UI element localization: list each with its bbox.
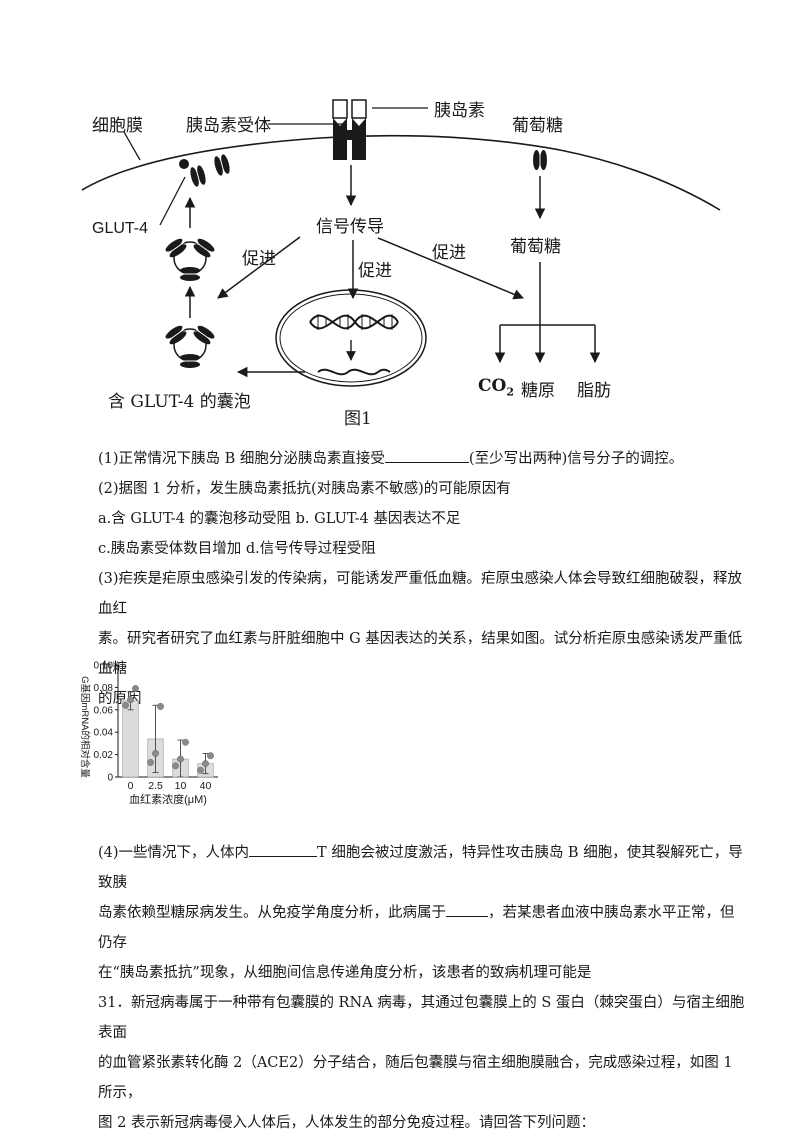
arrow-signal-to-vesicle <box>217 236 301 299</box>
data-point <box>127 696 134 704</box>
answer-blank <box>384 446 469 463</box>
data-point <box>172 762 179 770</box>
y-tick-label: 0.10 <box>94 661 114 672</box>
y-tick-label: 0.08 <box>94 683 114 694</box>
question-2: (2)据图 1 分析，发生胰岛素抵抗(对胰岛素不敏感)的可能原因有 <box>98 481 511 497</box>
glucose-channel-icon <box>532 149 548 171</box>
vesicle-label: 含 GLUT-4 的囊泡 <box>108 392 251 412</box>
data-point <box>132 685 139 692</box>
glut4-transporter-icon <box>212 153 232 177</box>
glut4-pointer <box>159 176 186 226</box>
question-31-line-3: 图 2 表示新冠病毒侵入人体后，人体发生的部分免疫过程。请回答下列问题： <box>98 1115 595 1131</box>
mrna-icon <box>317 368 391 376</box>
promote-right-label: 促进 <box>432 243 466 263</box>
question-31-line-1: 31．新冠病毒属于一种带有包囊膜的 RNA 病毒，其通过包囊膜上的 S 蛋白（棘… <box>98 995 745 1041</box>
data-point <box>207 752 214 760</box>
figure-1-caption: 图1 <box>344 409 372 429</box>
arrow-signal-to-metabolism <box>377 237 524 300</box>
question-2-options-cd: c.胰岛素受体数目增加 d.信号传导过程受阻 <box>98 541 376 557</box>
glucose-outside-label: 葡萄糖 <box>512 116 563 136</box>
x-tick-label: 2.5 <box>148 780 163 792</box>
x-tick-label: 40 <box>200 780 212 792</box>
data-point <box>177 755 184 763</box>
insulin-receptor-label: 胰岛素受体 <box>186 116 271 136</box>
fat-label: 脂肪 <box>577 381 611 401</box>
answer-blank <box>249 840 318 857</box>
y-axis-label: G基因mRNA的相对含量 <box>79 676 91 778</box>
glycogen-label: 糖原 <box>521 381 555 401</box>
x-tick-label: 10 <box>175 780 187 792</box>
question-2-options-ab: a.含 GLUT-4 的囊泡移动受阻 b. GLUT-4 基因表达不足 <box>98 511 461 527</box>
data-point <box>197 766 204 774</box>
glut4-transporter-icon <box>188 164 208 188</box>
promote-left-label: 促进 <box>242 249 276 269</box>
promote-middle-label: 促进 <box>358 261 392 281</box>
question-1: (1)正常情况下胰岛 B 细胞分泌胰岛素直接受(至少写出两种)信号分子的调控。 <box>98 444 748 474</box>
data-point <box>152 750 159 757</box>
data-point <box>147 758 154 766</box>
nucleus-icon <box>275 289 427 387</box>
figure-1: 细胞膜 胰岛素受体 胰岛素 葡萄糖 GLUT-4 信号传导 促进 促进 促进 葡… <box>0 0 800 440</box>
insulin-receptor-icon <box>332 99 367 160</box>
y-tick-label: 0.02 <box>94 750 114 761</box>
data-point <box>157 702 164 710</box>
data-point <box>202 760 209 768</box>
y-tick-label: 0.04 <box>94 728 114 739</box>
x-axis-label: 血红素浓度(μM) <box>129 792 207 806</box>
glut4-small-icon <box>179 159 189 169</box>
vesicle-lower-icon <box>163 323 217 369</box>
co2-label: CO2 <box>478 376 514 399</box>
question-block-1: (1)正常情况下胰岛 B 细胞分泌胰岛素直接受(至少写出两种)信号分子的调控。 … <box>98 444 748 714</box>
glucose-inside-label: 葡萄糖 <box>510 237 561 257</box>
question-3-line-1: (3)疟疾是疟原虫感染引发的传染病，可能诱发严重低血糖。疟原虫感染人体会导致红细… <box>98 571 743 617</box>
y-tick-label: 0.06 <box>94 705 114 716</box>
bar <box>122 700 139 778</box>
metabolism-branches <box>494 262 601 364</box>
question-31-line-2: 的血管紧张素转化酶 2（ACE2）分子结合，随后包囊膜与宿主细胞膜融合，完成感染… <box>98 1055 733 1101</box>
data-point <box>182 738 189 746</box>
vesicle-upper-icon <box>163 236 217 282</box>
cell-membrane-label: 细胞膜 <box>92 116 143 136</box>
cell-membrane-curve <box>81 134 721 211</box>
question-3-line-2: 素。研究者研究了血红素与肝脏细胞中 G 基因表达的关系，结果如图。试分析疟原虫感… <box>98 631 743 677</box>
insulin-label: 胰岛素 <box>434 101 485 121</box>
question-4-line-2: 岛素依赖型糖尿病发生。从免疫学角度分析，此病属于，若某患者血液中胰岛素水平正常，… <box>98 898 748 958</box>
signal-transduction-label: 信号传导 <box>316 217 384 237</box>
dna-helix-icon <box>309 314 399 330</box>
answer-blank <box>446 900 488 917</box>
figure-1-diagram <box>81 99 721 387</box>
x-tick-label: 0 <box>128 780 134 792</box>
data-point <box>122 701 129 709</box>
glut4-label: GLUT-4 <box>92 220 149 237</box>
cell-membrane-pointer <box>123 131 141 161</box>
question-4-line-3: 在“胰岛素抵抗”现象，从细胞间信息传递角度分析，该患者的致病机理可能是 <box>98 965 592 981</box>
y-tick-label: 0 <box>107 773 113 784</box>
